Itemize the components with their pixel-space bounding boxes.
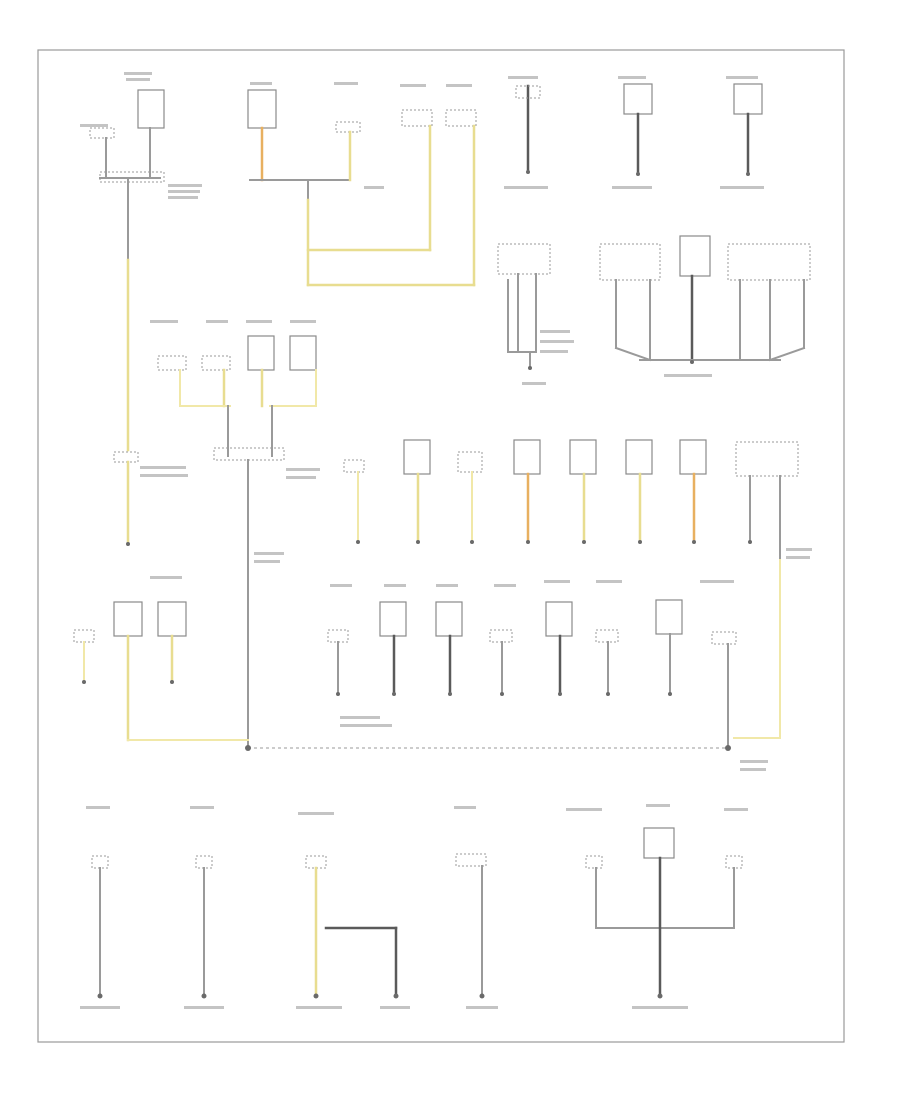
lower-middle-row [73,599,737,749]
label-marks [80,72,812,1009]
top-left-components [89,89,477,183]
right-middle-cluster [497,235,811,370]
middle-left-cluster [113,335,317,749]
ground-bus [245,745,731,751]
top-right-components [515,83,763,176]
middle-row-sensors [343,439,799,739]
top-left-wires [99,124,476,452]
diagram-frame [37,49,845,1043]
bottom-row-grounds [91,827,743,999]
